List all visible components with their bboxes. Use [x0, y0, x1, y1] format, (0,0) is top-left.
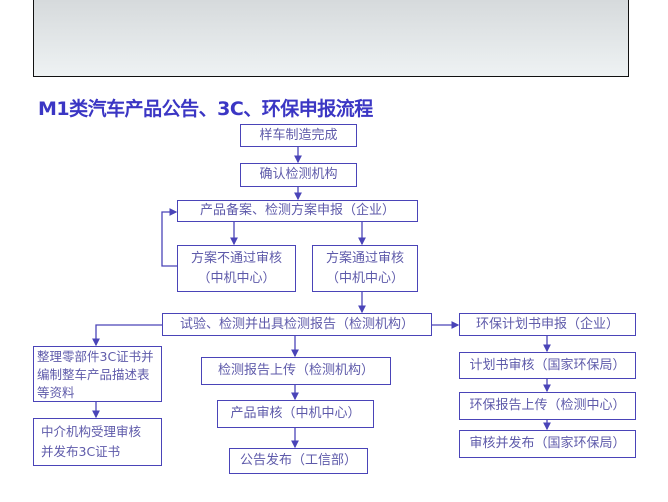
node-sample-done: 样车制造完成 — [240, 124, 357, 147]
node-agency-3c: 中介机构受理审核并发布3C证书 — [33, 418, 162, 466]
node-product-review: 产品审核（中机中心） — [217, 400, 374, 428]
page-title: M1类汽车产品公告、3C、环保申报流程 — [38, 98, 373, 120]
node-testing: 试验、检测并出具检测报告（检测机构） — [162, 313, 432, 336]
node-env-publish: 审核并发布（国家环保局） — [459, 430, 636, 458]
slide-header-band — [33, 0, 629, 77]
node-filing: 产品备案、检测方案申报（企业） — [177, 200, 418, 222]
node-confirm-lab: 确认检测机构 — [240, 163, 357, 187]
node-env-plan: 环保计划书申报（企业） — [459, 313, 636, 336]
node-plan-pass: 方案通过审核（中机中心） — [312, 245, 418, 292]
node-parts-3c: 整理零部件3C证书并编制整车产品描述表等资料 — [33, 346, 162, 402]
node-env-report: 环保报告上传（检测中心） — [459, 392, 636, 420]
node-plan-fail: 方案不通过审核（中机中心） — [177, 245, 296, 292]
node-announce: 公告发布（工信部） — [229, 448, 368, 474]
node-report-upload: 检测报告上传（检测机构） — [201, 357, 391, 385]
node-plan-review: 计划书审核（国家环保局） — [459, 352, 636, 379]
